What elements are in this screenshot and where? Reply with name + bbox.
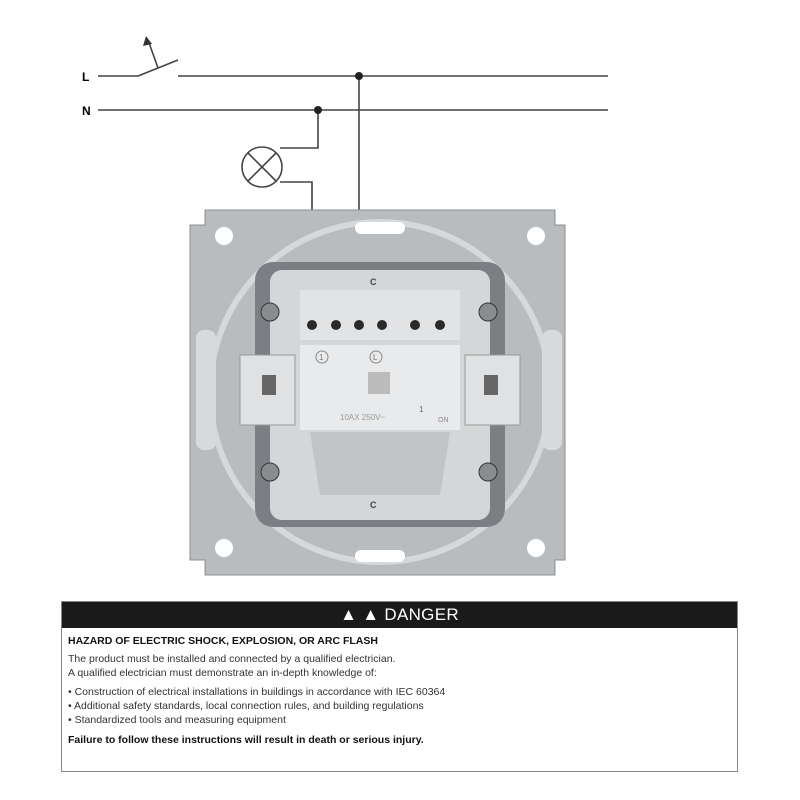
danger-bullet: Additional safety standards, local conne… [68,699,731,713]
clip-mark-bottom: C [370,500,377,510]
line-label: L [82,70,89,84]
junction-dot [355,72,363,80]
switch-arrow-icon [143,36,152,46]
danger-line: A qualified electrician must demonstrate… [68,667,377,679]
wiring-diagram: L N 1 L 10AX 250V~ 1 ON C C [82,36,608,576]
danger-footer: Failure to follow these instructions wil… [68,734,424,746]
position-mark: 1 [419,405,424,414]
danger-notice: ▲ ▲ DANGER HAZARD OF ELECTRIC SHOCK, EXP… [61,601,738,772]
switch-mechanism: 1 L 10AX 250V~ 1 ON C C [239,262,521,527]
danger-bullet: Standardized tools and measuring equipme… [68,713,731,727]
junction-dot [314,106,322,114]
terminal-1-mark: 1 [319,353,324,362]
warning-triangle-icon: ▲ ▲ [340,605,385,624]
danger-line: The product must be installed and connec… [68,653,396,665]
danger-bullet: Construction of electrical installations… [68,685,731,699]
on-mark: ON [438,417,449,424]
danger-header: ▲ ▲ DANGER [62,602,737,628]
clip-mark-top: C [370,277,377,287]
hazard-title: HAZARD OF ELECTRIC SHOCK, EXPLOSION, OR … [68,635,378,647]
lamp-icon [241,146,283,188]
rating-mark: 10AX 250V~ [340,413,385,422]
terminal-l-mark: L [373,353,378,362]
neutral-label: N [82,104,91,118]
